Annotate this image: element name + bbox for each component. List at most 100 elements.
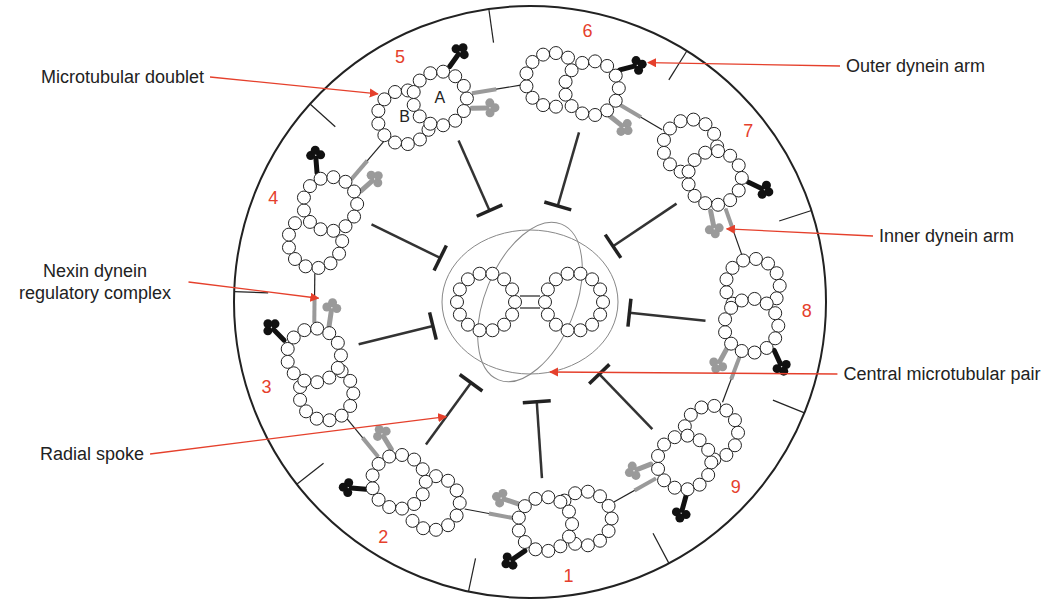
b-tubule-subunit (657, 133, 670, 146)
central-tubule-subunit (473, 267, 486, 280)
tubule-letter: B (399, 107, 410, 127)
inner-dynein-head (624, 126, 633, 135)
a-tubule-subunit (413, 110, 426, 123)
outer-dynein-arm (351, 488, 366, 489)
b-tubule-subunit (708, 127, 721, 140)
a-tubule-subunit (559, 88, 572, 101)
nexin-link (613, 478, 656, 502)
b-tubule-subunit (594, 534, 607, 547)
inner-dynein-arm (361, 181, 372, 191)
a-tubule-subunit (682, 178, 695, 191)
membrane-link (669, 51, 687, 80)
b-tubule-subunit (720, 448, 733, 461)
inner-dynein-head (328, 298, 337, 307)
radial-spoke (426, 383, 471, 445)
b-tubule-subunit (657, 146, 670, 159)
outer-dynein-head (764, 187, 773, 196)
a-tubule-subunit (565, 100, 578, 113)
b-tubule-subunit (520, 67, 533, 80)
a-tubule-subunit (323, 371, 336, 384)
nexin-complex (731, 356, 740, 379)
a-tubule-subunit (303, 215, 316, 228)
a-tubule-subunit (705, 456, 718, 469)
b-tubule-subunit (708, 399, 721, 412)
a-tubule-subunit (383, 450, 396, 463)
central-tubule-subunit (461, 273, 474, 286)
a-tubule-subunit (437, 65, 450, 78)
callout-number: 4 (268, 187, 278, 210)
inner-dynein-head (711, 364, 720, 373)
b-tubule-subunit (406, 514, 419, 527)
b-tubule-subunit (413, 133, 426, 146)
a-tubule-subunit (681, 483, 694, 496)
a-tubule-subunit (408, 498, 421, 511)
a-tubule-subunit (719, 326, 732, 339)
a-tubule-subunit (748, 292, 761, 305)
a-tubule-subunit (609, 69, 622, 82)
inner-dynein-arm (329, 311, 331, 326)
b-tubule-subunit (605, 512, 618, 525)
b-tubule-subunit (372, 104, 385, 117)
nexin-complex (489, 514, 513, 519)
a-tubule-subunit (559, 75, 572, 88)
a-tubule-subunit (668, 431, 681, 444)
a-tubule-subunit (366, 469, 379, 482)
b-tubule-subunit (300, 405, 313, 418)
a-tubule-subunit (331, 336, 344, 349)
a-tubule-subunit (542, 544, 555, 557)
central-sheath (457, 207, 603, 396)
membrane-link (653, 533, 669, 563)
a-tubule-subunit (449, 114, 462, 127)
outer-dynein-arm (274, 329, 285, 340)
outer-dynein-head (675, 514, 684, 523)
a-tubule-subunit (281, 342, 294, 355)
a-tubule-subunit (396, 448, 409, 461)
part-label: Microtubular doublet (41, 66, 204, 89)
outer-dynein-head (311, 146, 320, 155)
membrane-link (468, 558, 475, 591)
nexin-complex (312, 298, 316, 323)
nexin-link (620, 105, 662, 130)
b-tubule-subunit (288, 252, 301, 265)
radial-spoke (359, 326, 433, 344)
callout-number: 5 (395, 46, 405, 69)
central-tubule-subunit (594, 283, 607, 296)
b-tubule-subunit (344, 374, 357, 387)
central-tubule-subunit (561, 324, 574, 337)
outer-dynein-arm (450, 54, 459, 66)
central-tubule-subunit (549, 273, 562, 286)
a-tubule-subunit (518, 535, 531, 548)
nexin-complex (351, 161, 367, 180)
a-tubule-subunit (339, 220, 352, 233)
b-tubule-subunit (749, 252, 762, 265)
callout-number: 6 (583, 20, 593, 43)
a-tubule-subunit (281, 355, 294, 368)
spoke-head (430, 312, 437, 339)
callout-number: 2 (378, 526, 388, 549)
a-tubule-subunit (735, 171, 748, 184)
inner-dynein-head (625, 468, 634, 477)
a-tubule-subunit (298, 324, 311, 337)
inner-dynein-arm (472, 105, 487, 110)
b-tubule-subunit (674, 115, 687, 128)
b-tubule-subunit (520, 80, 533, 93)
a-tubule-subunit (769, 307, 782, 320)
inner-dynein-arm (637, 464, 651, 469)
b-tubule-subunit (549, 100, 562, 113)
a-tubule-subunit (311, 322, 324, 335)
b-tubule-subunit (378, 129, 391, 142)
a-tubule-subunit (681, 429, 694, 442)
outer-dynein-arm (748, 182, 762, 188)
axoneme (234, 6, 826, 598)
b-tubule-subunit (324, 257, 337, 270)
outer-dynein-arm (774, 350, 780, 364)
inner-dynein-head (492, 492, 501, 501)
central-tubule-subunit (506, 283, 519, 296)
a-tubule-subunit (297, 204, 310, 217)
part-label: Nexin dynein regulatory complex (8, 260, 183, 305)
outer-dynein-head (638, 60, 647, 69)
leader-line (210, 77, 378, 94)
a-tubule-subunit (512, 524, 525, 537)
a-tubule-subunit (562, 505, 575, 518)
